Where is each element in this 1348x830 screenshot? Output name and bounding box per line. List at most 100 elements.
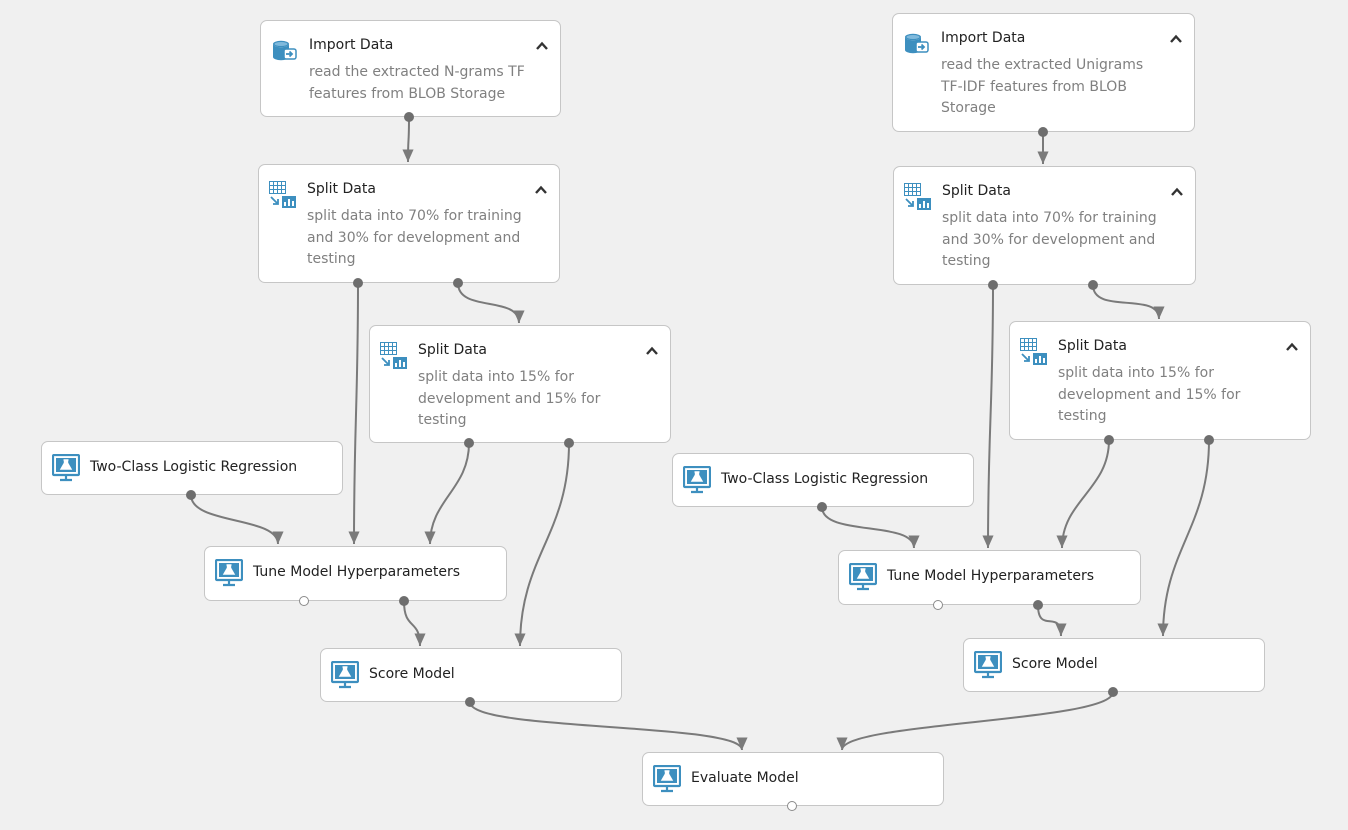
logistic-regression-node-right[interactable]: Two-Class Logistic Regression xyxy=(672,453,974,507)
database-import-icon xyxy=(903,30,931,58)
connection-score_l-to-eval[interactable] xyxy=(469,701,748,751)
output-port[interactable] xyxy=(1104,435,1114,445)
connection-spl_r-to-spl_r2[interactable] xyxy=(1092,284,1165,320)
output-port[interactable] xyxy=(564,438,574,448)
split-data-icon xyxy=(269,181,297,209)
connection-tune_r-to-score_r[interactable] xyxy=(1037,604,1067,637)
chevron-up-icon[interactable] xyxy=(1170,184,1184,198)
connection-spl_r2-to-score_r[interactable] xyxy=(1157,439,1210,637)
description-line: split data into 15% for xyxy=(1058,365,1214,381)
output-port[interactable] xyxy=(1088,280,1098,290)
output-port[interactable] xyxy=(988,280,998,290)
module-title: Split Data xyxy=(418,342,487,358)
evaluate-model-node[interactable]: Evaluate Model xyxy=(642,752,944,806)
output-port[interactable] xyxy=(1038,127,1048,137)
connection-score_r-to-eval[interactable] xyxy=(836,691,1114,751)
model-monitor-icon xyxy=(973,650,1003,679)
split-data-node-right-2[interactable]: Split Data split data into 15% for develop… xyxy=(1009,321,1311,440)
connection-spl_l-to-tune_l[interactable] xyxy=(348,282,360,545)
connection-spl_l-to-spl_l2[interactable] xyxy=(457,282,525,324)
module-title: Tune Model Hyperparameters xyxy=(253,564,460,580)
output-port[interactable] xyxy=(464,438,474,448)
description-line: and 30% for development and xyxy=(307,229,521,246)
model-monitor-icon xyxy=(51,453,81,482)
connection-lr_r-to-tune_r[interactable] xyxy=(821,506,920,549)
output-port[interactable] xyxy=(1204,435,1214,445)
split-data-icon xyxy=(904,183,932,211)
description-line: features from BLOB Storage xyxy=(309,85,506,102)
module-title: Evaluate Model xyxy=(691,770,799,786)
output-port[interactable] xyxy=(453,278,463,288)
description-line: Storage xyxy=(941,100,996,116)
output-port[interactable] xyxy=(399,596,409,606)
output-port[interactable] xyxy=(353,278,363,288)
chevron-up-icon[interactable] xyxy=(534,182,548,196)
output-port[interactable] xyxy=(404,112,414,122)
description-line: and 30% for development and xyxy=(942,231,1156,248)
split-data-node-right-1[interactable]: Split Data split data into 70% for traini… xyxy=(893,166,1196,285)
description-line: testing xyxy=(1058,408,1107,424)
module-title: Two-Class Logistic Regression xyxy=(90,459,298,475)
connection-lr_l-to-tune_l[interactable] xyxy=(190,494,284,545)
description-line: split data into 15% for xyxy=(418,369,574,385)
output-port[interactable] xyxy=(465,697,475,707)
split-data-node-left-2[interactable]: Split Data split data into 15% for develop… xyxy=(369,325,671,443)
chevron-up-icon[interactable] xyxy=(1169,31,1183,45)
output-port-unconnected[interactable] xyxy=(299,596,309,606)
module-description: split data into 15% for development and 1… xyxy=(418,367,643,432)
chevron-up-icon[interactable] xyxy=(535,38,549,52)
module-description: split data into 15% for development and 1… xyxy=(1058,363,1283,428)
module-title: Score Model xyxy=(1012,656,1098,672)
logistic-regression-node-left[interactable]: Two-Class Logistic Regression xyxy=(41,441,343,495)
connection-imp_l-to-spl_l[interactable] xyxy=(402,116,414,163)
module-description: split data into 70% for training and 30% … xyxy=(307,206,532,271)
split-data-icon xyxy=(380,342,408,370)
connection-spl_r2-to-tune_r[interactable] xyxy=(1056,439,1110,549)
module-title: Split Data xyxy=(1058,338,1127,354)
module-title: Import Data xyxy=(941,30,1026,46)
tune-model-node-right[interactable]: Tune Model Hyperparameters xyxy=(838,550,1141,605)
connection-spl_l2-to-tune_l[interactable] xyxy=(424,442,470,545)
score-model-node-left[interactable]: Score Model xyxy=(320,648,622,702)
module-title: Import Data xyxy=(309,37,394,53)
module-title: Score Model xyxy=(369,666,455,682)
output-port-unconnected[interactable] xyxy=(787,801,797,811)
model-monitor-icon xyxy=(682,465,712,494)
chevron-up-icon[interactable] xyxy=(645,343,659,357)
connection-spl_l2-to-score_l[interactable] xyxy=(514,442,570,647)
output-port-unconnected[interactable] xyxy=(933,600,943,610)
module-title: Tune Model Hyperparameters xyxy=(887,568,1094,584)
chevron-up-icon[interactable] xyxy=(1285,339,1299,353)
model-monitor-icon xyxy=(848,562,878,591)
split-data-node-left-1[interactable]: Split Data split data into 70% for traini… xyxy=(258,164,560,283)
description-line: development and 15% for xyxy=(1058,386,1241,403)
connection-tune_l-to-score_l[interactable] xyxy=(403,600,426,647)
model-monitor-icon xyxy=(214,558,244,587)
output-port[interactable] xyxy=(817,502,827,512)
import-data-node-left[interactable]: Import Data read the extracted N-grams TF… xyxy=(260,20,561,117)
description-line: development and 15% for xyxy=(418,390,601,407)
module-description: read the extracted N-grams TF features fr… xyxy=(309,62,534,105)
module-title: Split Data xyxy=(307,181,376,197)
output-port[interactable] xyxy=(1033,600,1043,610)
output-port[interactable] xyxy=(186,490,196,500)
description-line: TF-IDF features from BLOB xyxy=(941,78,1127,95)
model-monitor-icon xyxy=(652,764,682,793)
description-line: testing xyxy=(307,251,356,267)
model-monitor-icon xyxy=(330,660,360,689)
description-line: read the extracted Unigrams xyxy=(941,57,1144,73)
database-import-icon xyxy=(271,37,299,65)
score-model-node-right[interactable]: Score Model xyxy=(963,638,1265,692)
output-port[interactable] xyxy=(1108,687,1118,697)
connection-spl_r-to-tune_r[interactable] xyxy=(982,284,994,549)
tune-model-node-left[interactable]: Tune Model Hyperparameters xyxy=(204,546,507,601)
description-line: testing xyxy=(418,412,467,428)
module-title: Split Data xyxy=(942,183,1011,199)
description-line: split data into 70% for training xyxy=(307,208,522,224)
description-line: read the extracted N-grams TF xyxy=(309,64,525,80)
